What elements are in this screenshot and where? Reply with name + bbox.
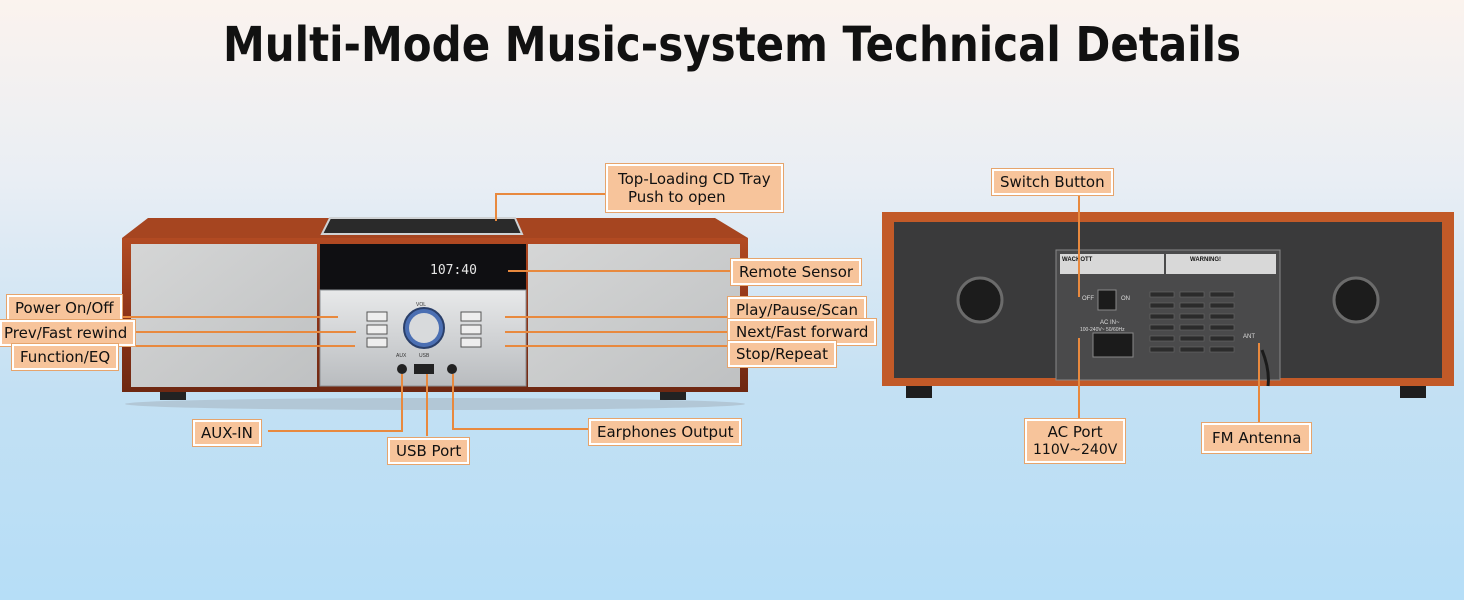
left-bass-port xyxy=(956,276,1004,324)
right-speaker-grill xyxy=(528,244,740,387)
label-function: Function/EQ xyxy=(12,344,119,370)
leader-line xyxy=(113,345,355,347)
leader-line xyxy=(1258,343,1260,423)
cd-tray-title: Top-Loading CD Tray xyxy=(618,170,771,188)
cd-tray xyxy=(320,217,524,235)
leader-line xyxy=(505,345,730,347)
label-earphones: Earphones Output xyxy=(589,419,742,445)
leader-line xyxy=(505,316,730,318)
left-speaker-grill xyxy=(131,244,317,387)
ac-rating-label: 100-240V~ 50/60Hz xyxy=(1080,327,1125,333)
leader-line xyxy=(1078,338,1080,418)
ac-port-title: AC Port xyxy=(1047,423,1103,441)
label-remote-sensor: Remote Sensor xyxy=(731,259,862,285)
display-time: 107:40 xyxy=(430,263,477,278)
right-bass-port xyxy=(1332,276,1380,324)
ac-in-label: AC IN~ xyxy=(1100,320,1120,326)
ant-label: ANT xyxy=(1243,334,1255,340)
leader-line xyxy=(118,316,338,318)
leader-line xyxy=(426,374,428,436)
leader-line xyxy=(452,428,590,430)
leader-line xyxy=(508,270,732,272)
page-title: Multi-Mode Music-system Technical Detail… xyxy=(222,16,1242,73)
front-display xyxy=(320,244,526,290)
label-stop: Stop/Repeat xyxy=(728,341,836,367)
ac-port xyxy=(1092,332,1134,358)
label-aux-in: AUX-IN xyxy=(193,420,261,446)
leader-line xyxy=(1078,195,1080,297)
ac-port-voltage: 110V~240V xyxy=(1033,442,1118,458)
aux-jack-label: AUX xyxy=(396,353,407,359)
usb-socket xyxy=(414,364,434,374)
label-usb-port: USB Port xyxy=(388,438,470,464)
leader-line xyxy=(268,430,403,432)
label-cd-tray: Top-Loading CD Tray Push to open xyxy=(606,164,783,212)
label-switch-button: Switch Button xyxy=(992,169,1113,195)
antenna-wire xyxy=(1260,349,1270,387)
leader-line xyxy=(495,193,607,195)
leader-line xyxy=(495,193,497,221)
cd-tray-subtitle: Push to open xyxy=(628,188,726,206)
label-fm-antenna: FM Antenna xyxy=(1202,423,1312,453)
leader-line xyxy=(124,331,356,333)
warning-text: WARNING! xyxy=(1190,257,1221,263)
leader-line xyxy=(505,331,730,333)
usb-jack-label: USB xyxy=(419,353,430,359)
leader-line xyxy=(401,374,403,432)
on-label: ON xyxy=(1121,296,1130,302)
power-switch xyxy=(1097,289,1117,311)
leader-line xyxy=(452,374,454,430)
label-ac-port: AC Port 110V~240V xyxy=(1025,419,1126,463)
brand-text: WACKOTT xyxy=(1062,257,1092,263)
label-power: Power On/Off xyxy=(7,295,122,321)
label-prev: Prev/Fast rewind xyxy=(0,320,136,346)
vol-label: VOL xyxy=(416,302,427,308)
off-label: OFF xyxy=(1082,296,1094,302)
